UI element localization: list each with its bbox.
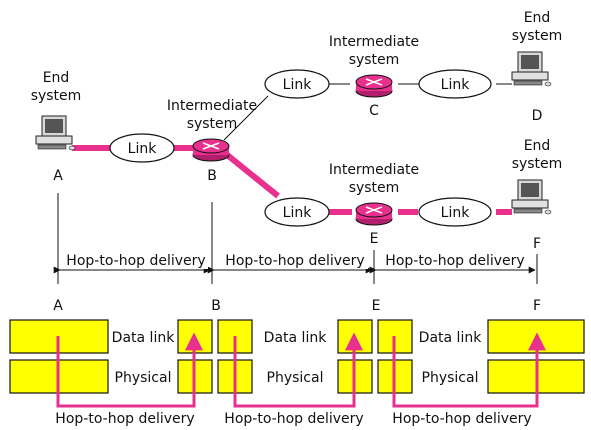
hop-label-be: Hop-to-hop delivery — [225, 253, 364, 269]
bottom-hop-label-ab: Hop-to-hop delivery — [55, 411, 194, 427]
svg-text:Link: Link — [128, 141, 158, 157]
link-ellipse-ef: Link — [418, 197, 492, 227]
node-label-c: C — [369, 103, 379, 119]
svg-text:Link: Link — [441, 205, 471, 221]
node-label-f: F — [533, 236, 541, 252]
intermediate-c-line2: system — [349, 52, 400, 68]
hop-label-ef: Hop-to-hop delivery — [385, 253, 524, 269]
node-label-a: A — [53, 168, 63, 184]
bottom-hop-label-be: Hop-to-hop delivery — [224, 411, 363, 427]
delivery-path-be — [233, 332, 363, 408]
link-ellipse-be: Link — [264, 197, 330, 227]
bottom-hop-bg — [218, 408, 364, 428]
end-system-d-line1: End — [524, 10, 551, 26]
computer-icon — [511, 51, 552, 87]
end-system-a-line1: End — [43, 70, 70, 86]
hop-label-bg — [64, 251, 208, 269]
intermediate-b-line2: system — [187, 116, 238, 132]
intermediate-c-line1: Intermediate — [329, 34, 419, 50]
end-system-d-line2: system — [512, 28, 563, 44]
intermediate-b-line1: Intermediate — [167, 98, 257, 114]
layer-label-physical-be: Physical — [267, 370, 324, 386]
delivery-path-ef — [392, 332, 546, 408]
hop-label-ab: Hop-to-hop delivery — [66, 253, 205, 269]
end-system-a-line2: system — [31, 88, 82, 104]
hop-label-bg — [382, 251, 528, 269]
pk-link-be — [224, 151, 280, 199]
layer-label-datalink-ab: Data link — [112, 330, 176, 346]
end-system-f-line2: system — [512, 156, 563, 172]
link-ellipse-ab: Link — [109, 133, 175, 163]
node-label-b: B — [207, 168, 217, 184]
layer-label-datalink-be: Data link — [264, 330, 328, 346]
bottom-hop-bg — [56, 408, 194, 428]
link-ellipse-bc: Link — [264, 69, 330, 99]
computer-icon — [511, 179, 552, 215]
router-icon — [192, 138, 230, 162]
intermediate-e-line1: Intermediate — [329, 162, 419, 178]
layer-label-datalink-ef: Data link — [419, 330, 483, 346]
bottom-hop-bg — [388, 408, 534, 428]
hop-label-bg — [222, 251, 368, 269]
delivery-path-ab — [56, 332, 203, 408]
node-label-e: E — [370, 231, 379, 247]
computer-icon — [35, 115, 76, 151]
layer-label-physical-ef: Physical — [422, 370, 479, 386]
line-b-c — [223, 95, 269, 141]
layer-node-b: B — [211, 298, 221, 314]
router-icon — [355, 74, 393, 98]
svg-text:Link: Link — [283, 77, 313, 93]
router-icon — [355, 202, 393, 226]
link-ellipse-cd: Link — [418, 69, 492, 99]
svg-text:Link: Link — [441, 77, 471, 93]
svg-text:Link: Link — [283, 205, 313, 221]
end-system-f-line1: End — [524, 138, 551, 154]
node-label-d: D — [532, 108, 543, 124]
layer-label-physical-ab: Physical — [115, 370, 172, 386]
layer-node-f: F — [533, 298, 541, 314]
intermediate-e-line2: system — [349, 180, 400, 196]
layer-node-a: A — [53, 298, 63, 314]
bottom-hop-label-ef: Hop-to-hop delivery — [392, 411, 531, 427]
layer-node-e: E — [372, 298, 381, 314]
